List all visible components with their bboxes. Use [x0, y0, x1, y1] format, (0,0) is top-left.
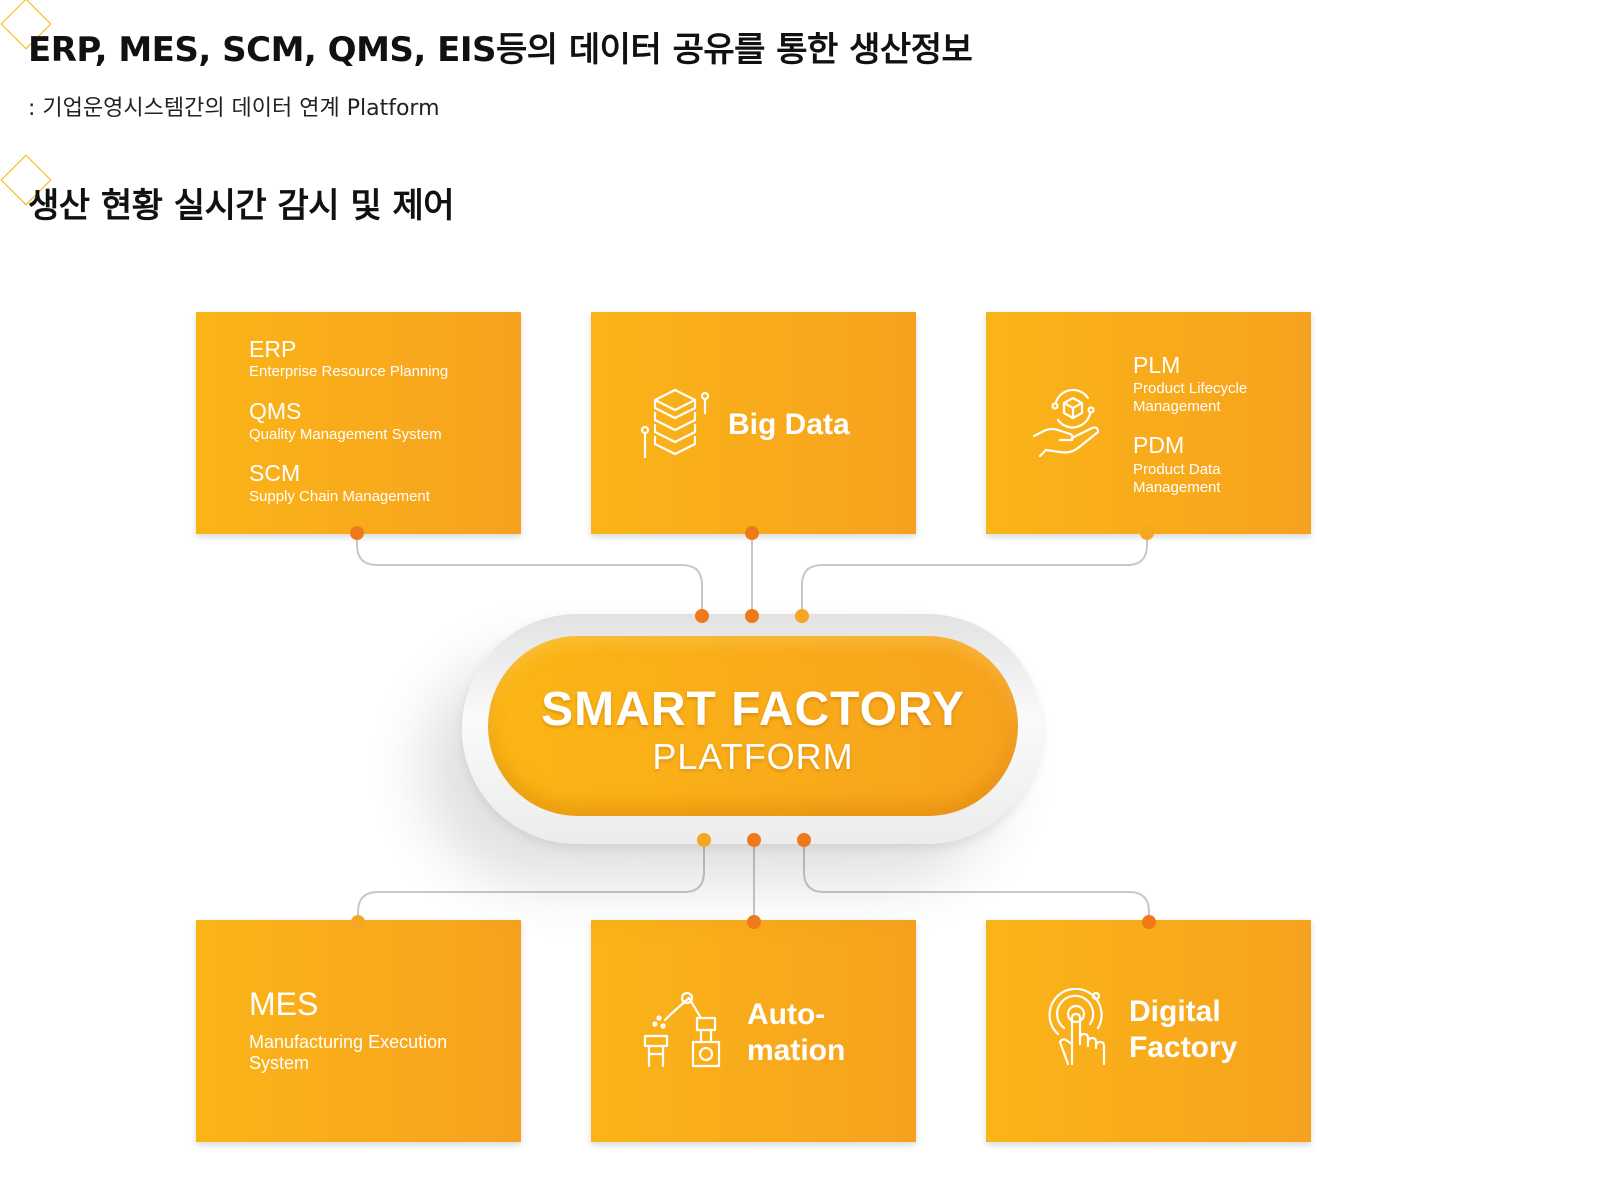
pdm-desc-line2: Management [1133, 479, 1221, 496]
dot-center-bottom-right [797, 833, 811, 847]
box-digital-factory: Digital Factory [986, 920, 1311, 1142]
erp-code: ERP [249, 336, 297, 362]
pdm-desc-line1: Product Data [1133, 461, 1221, 478]
digital-factory-line1: Digital [1129, 995, 1221, 1028]
dot-center-bottom-left [697, 833, 711, 847]
dot-center-bottom-mid [747, 833, 761, 847]
connector-plm [801, 533, 1148, 616]
dot-automation-box [747, 915, 761, 929]
scm-desc: Supply Chain Management [249, 488, 430, 505]
qms-code: QMS [249, 398, 302, 424]
hand-cube-icon [1032, 388, 1100, 458]
plm-desc-line2: Management [1133, 398, 1221, 415]
box-plm-pdm: PLM Product Lifecycle Management PDM Pro… [986, 312, 1311, 534]
subtitle-platform: : 기업운영시스템간의 데이터 연계 Platform [28, 96, 440, 121]
automation-line1: Auto- [747, 998, 826, 1031]
dot-erp-box [350, 526, 364, 540]
plm-code: PLM [1133, 352, 1181, 378]
qms-desc: Quality Management System [249, 426, 442, 443]
automation-line2: mation [747, 1034, 846, 1067]
database-stack-icon [640, 388, 710, 458]
dot-digital-box [1142, 915, 1156, 929]
pdm-code: PDM [1133, 432, 1185, 458]
mes-desc-line2: System [249, 1053, 310, 1073]
box-big-data: Big Data [591, 312, 916, 534]
digital-factory-line2: Factory [1129, 1031, 1238, 1064]
connector-mes [357, 840, 705, 922]
dot-center-top-right [795, 609, 809, 623]
box-erp-qms-scm: ERP Enterprise Resource Planning QMS Qua… [196, 312, 521, 534]
dot-mes-box [351, 915, 365, 929]
touch-hand-icon [1048, 988, 1106, 1066]
dot-center-top-left [695, 609, 709, 623]
mes-code: MES [249, 986, 319, 1022]
box-automation: Auto- mation [591, 920, 916, 1142]
platform-core [488, 636, 1018, 816]
dot-plm-box [1140, 526, 1154, 540]
big-data-label: Big Data [728, 408, 850, 441]
connector-erp [356, 533, 703, 616]
scm-code: SCM [249, 460, 301, 486]
dot-center-top-mid [745, 609, 759, 623]
plm-desc-line1: Product Lifecycle [1133, 380, 1248, 397]
box-mes: MES Manufacturing Execution System [196, 920, 521, 1142]
heading-data-sharing: ERP, MES, SCM, QMS, EIS등의 데이터 공유를 통한 생산정… [28, 30, 973, 70]
erp-desc: Enterprise Resource Planning [249, 363, 449, 380]
robot-arm-icon [643, 991, 721, 1068]
mes-desc-line1: Manufacturing Execution [249, 1032, 448, 1052]
heading-realtime-monitoring: 생산 현황 실시간 감시 및 제어 [28, 186, 455, 226]
dot-bigdata-box [745, 526, 759, 540]
platform-title: SMART FACTORY [541, 683, 965, 736]
platform-subtitle: PLATFORM [652, 736, 854, 777]
connector-digital [803, 840, 1150, 922]
